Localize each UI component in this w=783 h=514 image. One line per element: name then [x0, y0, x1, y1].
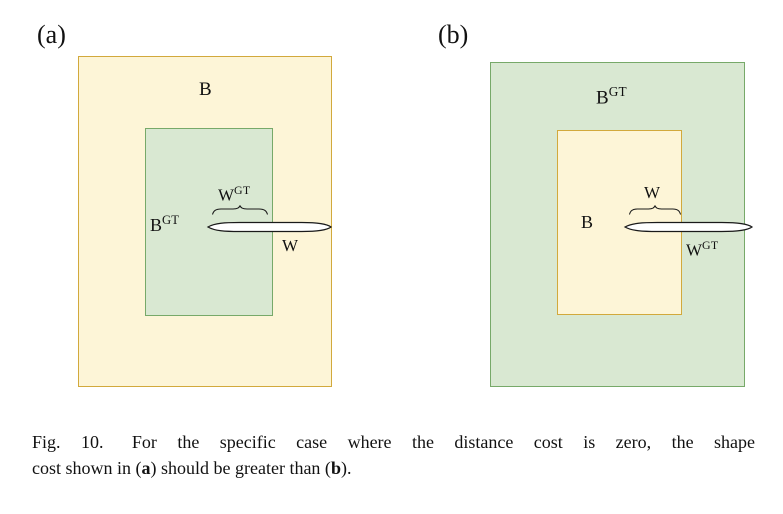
panel-a-tag: (a) — [37, 20, 66, 49]
panel-b-overbrace-path — [628, 205, 682, 215]
caption-text-line2-pre: cost shown in ( — [32, 458, 142, 478]
panel-b-inner-box-label: B — [581, 212, 594, 232]
panel-a-sliver-outline — [206, 221, 333, 233]
panel-a-inner-box-label-base: B — [150, 215, 163, 235]
caption-fig-number: Fig. 10. — [32, 432, 104, 452]
panel-a-inner-box-label-sup: GT — [162, 213, 180, 227]
panel-b-outer-box-label-sup: GT — [608, 84, 627, 99]
panel-a-tail-label: W — [282, 236, 299, 255]
panel-a-outer-box-label: B — [199, 79, 212, 100]
panel-a-overbrace-path — [211, 205, 269, 215]
caption-line-2: cost shown in (a) should be greater than… — [32, 455, 755, 481]
panel-b-sliver-shape — [623, 221, 753, 233]
panel-a-brace-label-sup: GT — [234, 183, 251, 197]
panel-a-overbrace — [211, 205, 269, 215]
caption-text-line2-post: ). — [340, 458, 352, 478]
caption-text-line2-mid: ) should be greater than ( — [150, 458, 331, 478]
panel-b-tail-label-base: W — [686, 240, 703, 260]
panel-b-tag: (b) — [438, 20, 469, 49]
caption-line-1: Fig. 10. For the specific case where the… — [32, 429, 755, 455]
panel-b-sliver-outline — [623, 221, 753, 233]
panel-b-overbrace — [628, 205, 682, 215]
panel-b-outer-box-label-base: B — [596, 87, 609, 109]
panel-a-brace-label: WGT — [218, 183, 250, 206]
panel-a-sliver-shape — [206, 221, 333, 233]
panel-b-outer-box-label: BGT — [596, 84, 627, 109]
panel-a-inner-box-label: BGT — [150, 213, 179, 236]
panel-b-brace-label: W — [644, 183, 661, 202]
caption-bold-b: b — [330, 458, 341, 478]
panel-a-brace-label-base: W — [218, 185, 235, 205]
figure-caption: Fig. 10. For the specific case where the… — [32, 429, 755, 481]
panel-b-tail-label: WGT — [686, 238, 718, 261]
caption-bold-a: a — [141, 458, 151, 478]
caption-text-line1: For the specific case where the distance… — [131, 432, 755, 452]
panel-b-tail-label-sup: GT — [702, 238, 719, 252]
